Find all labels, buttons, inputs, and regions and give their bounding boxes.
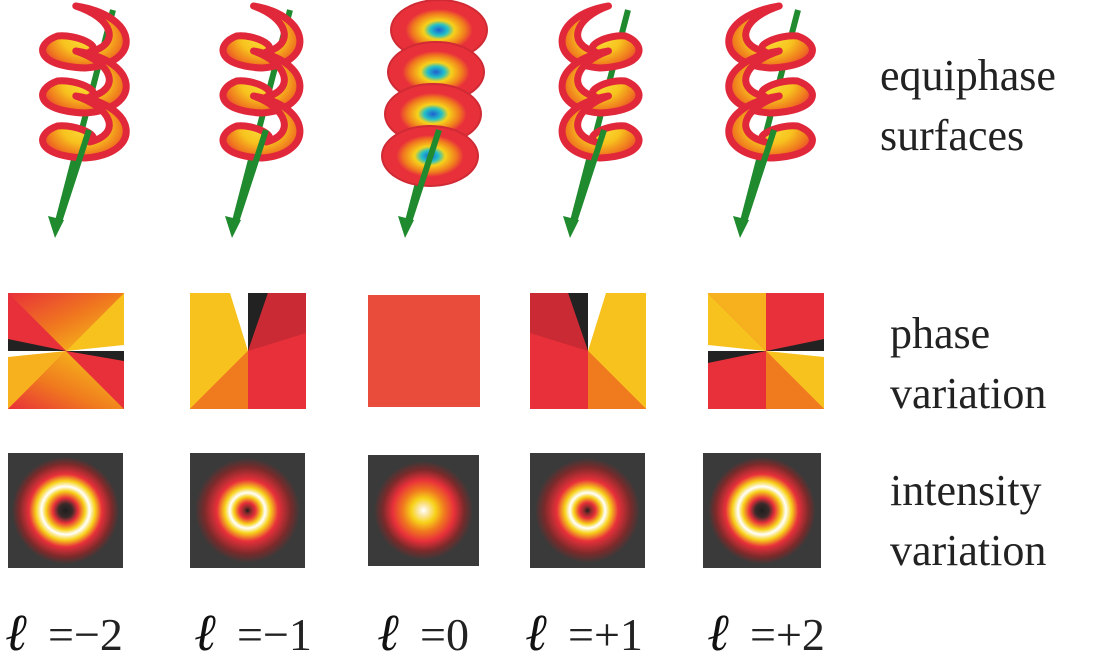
ell-symbol: ℓ xyxy=(195,602,217,663)
ell-label-3: ℓ =+1 xyxy=(526,602,643,663)
row-label-phase-line1: phase xyxy=(890,309,990,358)
row-label-phase-line2: variation xyxy=(890,369,1046,418)
arrow-head xyxy=(398,216,414,238)
helix-surface-l-minus-1 xyxy=(219,2,304,238)
phase-map-l-0 xyxy=(368,295,480,407)
propagation-axis-front xyxy=(571,129,607,223)
equiphase-surfaces-row xyxy=(39,0,816,238)
helix-surface-l-plus-2 xyxy=(725,2,816,238)
intensity-map-l-minus-1 xyxy=(190,453,305,568)
ell-symbol: ℓ xyxy=(6,602,28,663)
row-label-equiphase-line2: surfaces xyxy=(880,111,1024,160)
row-label-intensity: intensity variation xyxy=(890,466,1046,575)
helix-sheet xyxy=(39,2,130,72)
helix-surface-l-minus-2 xyxy=(39,2,130,238)
ell-value: =0 xyxy=(420,609,469,660)
row-label-intensity-line2: variation xyxy=(890,526,1046,575)
intensity-map-l-0 xyxy=(368,455,479,566)
ell-symbol: ℓ xyxy=(378,602,400,663)
helix-sheet xyxy=(558,2,643,72)
phase-map-l-minus-1 xyxy=(190,293,306,409)
helix-sheet xyxy=(725,2,816,72)
arrow-head xyxy=(48,216,64,238)
helix-sheet xyxy=(558,47,643,117)
row-label-equiphase-line1: equiphase xyxy=(880,51,1056,100)
helix-surface-l-0 xyxy=(381,0,488,238)
ell-labels-row: ℓ =−2 ℓ =−1 ℓ =0 ℓ =+1 ℓ =+2 xyxy=(6,602,825,663)
arrow-head xyxy=(733,216,749,238)
row-label-intensity-line1: intensity xyxy=(890,466,1042,515)
ell-label-0: ℓ =−2 xyxy=(6,602,123,663)
phase-variation-row xyxy=(8,293,824,409)
ell-label-2: ℓ =0 xyxy=(378,602,469,663)
row-label-phase: phase variation xyxy=(890,309,1046,418)
phase-map-l-plus-2 xyxy=(708,293,824,409)
phase-map-l-plus-1 xyxy=(530,293,646,409)
helix-sheet xyxy=(219,2,304,72)
arrow-head xyxy=(563,216,579,238)
ell-value: =+1 xyxy=(568,609,643,660)
ell-value: =−2 xyxy=(48,609,123,660)
ell-value: =−1 xyxy=(237,609,312,660)
helix-sheet xyxy=(725,47,816,117)
ell-value: =+2 xyxy=(750,609,825,660)
helix-sheet xyxy=(219,47,304,117)
helix-sheet xyxy=(39,92,130,162)
phase-map-l-minus-2 xyxy=(8,293,124,409)
propagation-axis-front xyxy=(741,129,777,223)
row-label-equiphase: equiphase surfaces xyxy=(880,51,1056,160)
arrow-head xyxy=(225,216,241,238)
ell-label-1: ℓ =−1 xyxy=(195,602,312,663)
ell-symbol: ℓ xyxy=(708,602,730,663)
intensity-variation-row xyxy=(8,453,821,568)
ell-symbol: ℓ xyxy=(526,602,548,663)
helix-sheet xyxy=(39,47,130,117)
propagation-axis-front xyxy=(406,129,442,223)
propagation-axis-front xyxy=(56,129,92,223)
helix-sheet xyxy=(725,92,816,162)
intensity-map-l-plus-1 xyxy=(530,453,645,568)
helix-sheet xyxy=(219,92,304,162)
ell-label-4: ℓ =+2 xyxy=(708,602,825,663)
helix-surface-l-plus-1 xyxy=(558,2,643,238)
intensity-map-l-minus-2 xyxy=(8,453,123,568)
helix-sheet xyxy=(558,92,643,162)
intensity-map-l-plus-2 xyxy=(703,453,821,568)
propagation-axis-front xyxy=(233,129,269,223)
